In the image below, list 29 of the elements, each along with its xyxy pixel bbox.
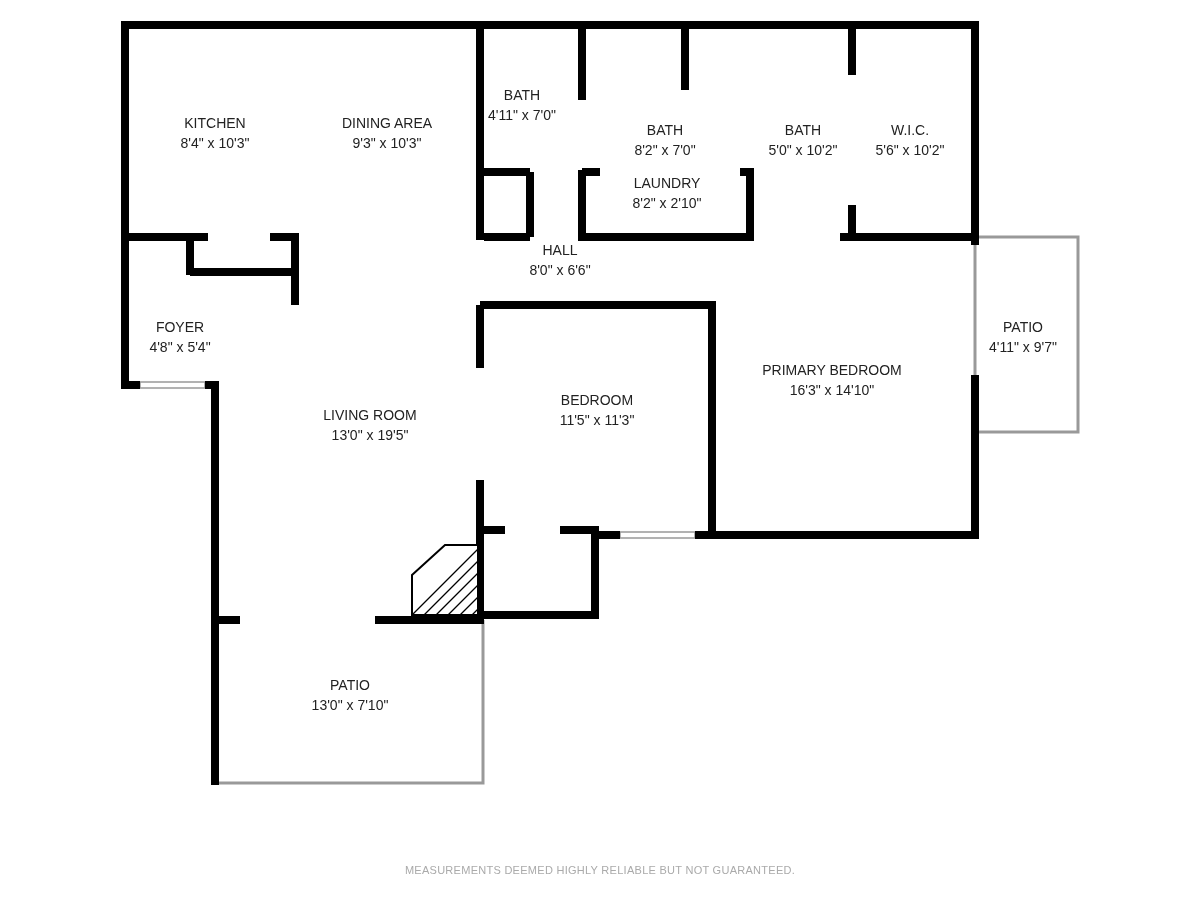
room-name: W.I.C. <box>890 121 930 140</box>
room-name: LIVING ROOM <box>323 406 417 425</box>
room-name: DINING AREA <box>341 114 433 133</box>
room-name: LAUNDRY <box>633 174 701 193</box>
room-dimensions: 8'4" x 10'3" <box>180 134 250 153</box>
room-name: KITCHEN <box>184 114 246 133</box>
room-dimensions: 8'2" x 2'10" <box>632 194 702 213</box>
footer-note: MEASUREMENTS DEEMED HIGHLY RELIABLE BUT NOT GUARANTEED. <box>403 863 797 878</box>
room-dimensions: 13'0" x 7'10" <box>311 696 389 715</box>
room-dimensions: 11'5" x 11'3" <box>559 411 635 430</box>
room-dimensions: 4'8" x 5'4" <box>149 338 211 357</box>
room-name: BATH <box>784 121 822 140</box>
room-name: PATIO <box>1003 318 1043 337</box>
room-dimensions: 16'3" x 14'10" <box>789 381 875 400</box>
room-dimensions: 4'11" x 9'7" <box>989 338 1057 357</box>
room-dimensions: 4'11" x 7'0" <box>488 106 556 125</box>
room-name: PATIO <box>330 676 370 695</box>
room-dimensions: 9'3" x 10'3" <box>352 134 422 153</box>
room-name: BEDROOM <box>560 391 634 410</box>
room-name: HALL <box>542 241 578 260</box>
room-dimensions: 5'0" x 10'2" <box>768 141 838 160</box>
room-name: BATH <box>646 121 684 140</box>
room-dimensions: 13'0" x 19'5" <box>331 426 409 445</box>
room-name: BATH <box>503 86 541 105</box>
room-name: PRIMARY BEDROOM <box>762 361 902 380</box>
room-dimensions: 8'2" x 7'0" <box>634 141 696 160</box>
room-name: FOYER <box>155 318 205 337</box>
room-dimensions: 8'0" x 6'6" <box>529 261 591 280</box>
room-dimensions: 5'6" x 10'2" <box>875 141 945 160</box>
